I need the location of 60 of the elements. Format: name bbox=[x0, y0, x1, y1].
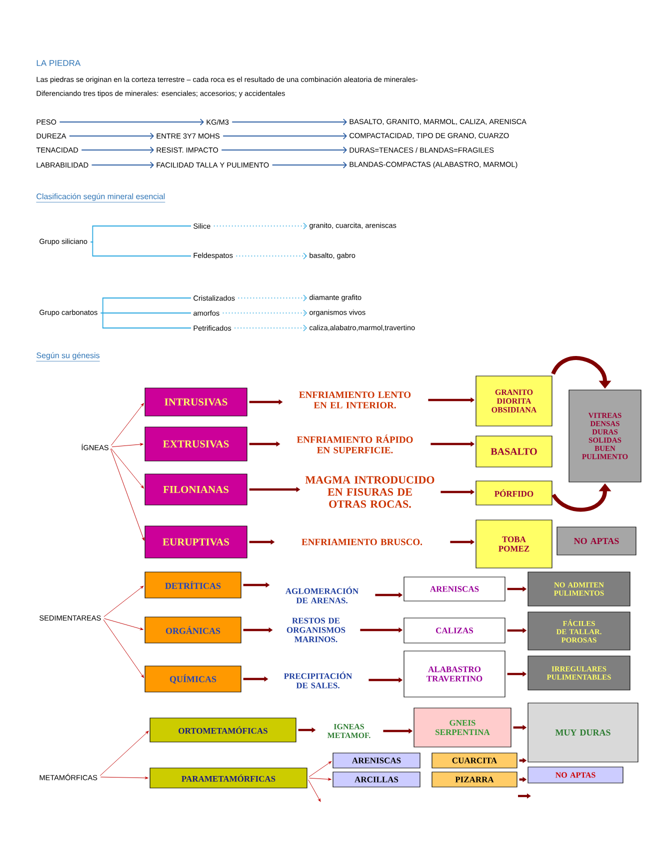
category-box: FILONIANAS bbox=[144, 474, 248, 506]
section-heading: Según su génesis bbox=[36, 352, 100, 362]
arrow bbox=[100, 730, 149, 776]
category-box: ORGÁNICAS bbox=[144, 616, 242, 644]
category-box: GNEIS SERPENTINA bbox=[414, 708, 512, 748]
page-title: LA PIEDRA bbox=[36, 60, 81, 66]
description-text: AGLOMERACIÓN DE ARENAS. bbox=[285, 586, 358, 604]
arrow bbox=[234, 324, 307, 332]
category-box: EURUPTIVAS bbox=[144, 526, 248, 558]
category-box: GRANITO DIORITA OBSIDIANA bbox=[476, 376, 552, 426]
category-box: NO APTAS bbox=[556, 526, 636, 556]
category-box: PIZARRA bbox=[432, 772, 518, 788]
arrow bbox=[214, 222, 307, 230]
category-box: ARENISCAS bbox=[404, 576, 506, 602]
arrow bbox=[110, 403, 144, 446]
category-box: DETRÍTICAS bbox=[144, 572, 242, 598]
arrow bbox=[100, 776, 148, 780]
arrow bbox=[91, 162, 154, 168]
arrow bbox=[238, 294, 307, 302]
category-box: INTRUSIVAS bbox=[144, 388, 248, 416]
description-text: PRECIPITACIÓN DE SALES. bbox=[284, 672, 352, 688]
arrow bbox=[59, 118, 204, 126]
arrow bbox=[222, 310, 307, 316]
category-box: PÓRFIDO bbox=[476, 480, 552, 506]
arrow bbox=[308, 780, 321, 802]
description-text: ENFRIAMIENTO LENTO EN EL INTERIOR. bbox=[299, 392, 411, 408]
description-text: ENFRIAMIENTO RÁPIDO EN SUPERFICIE. bbox=[296, 434, 413, 454]
arrow bbox=[104, 618, 144, 630]
category-box: CALIZAS bbox=[404, 618, 506, 644]
arrow bbox=[112, 443, 144, 448]
category-box: ARCILLAS bbox=[332, 772, 420, 788]
category-box: ALABASTRO TRAVERTINO bbox=[404, 650, 506, 698]
category-box: ARENISCAS bbox=[332, 752, 420, 768]
section-heading: Clasificación según mineral esencial bbox=[36, 193, 166, 202]
category-box: ORTOMETAMÓFICAS bbox=[150, 718, 296, 742]
arrow bbox=[222, 132, 347, 140]
arrow bbox=[308, 761, 332, 778]
arrow bbox=[236, 252, 307, 260]
arrow bbox=[103, 619, 144, 678]
description-text: RESTOS DE ORGANISMOS MARINOS. bbox=[286, 618, 346, 642]
category-box: TOBA POMEZ bbox=[476, 520, 552, 568]
category-box: QUÍMICAS bbox=[144, 666, 242, 692]
category-box: CUARCITA bbox=[432, 752, 518, 768]
description-text: IGNEAS METAMOF. bbox=[327, 724, 370, 738]
category-box: MUY DURAS bbox=[528, 702, 638, 762]
arrow bbox=[232, 118, 347, 126]
category-box: EXTRUSIVAS bbox=[144, 426, 248, 462]
description-text: MAGMA INTRODUCIDO EN FISURAS DE OTRAS ROCAS. bbox=[305, 476, 434, 508]
arrow bbox=[104, 586, 144, 618]
arrow bbox=[81, 146, 154, 154]
category-box: BASALTO bbox=[476, 436, 552, 468]
arrow bbox=[221, 146, 347, 154]
description-text: ENFRIAMIENTO BRUSCO. bbox=[302, 538, 422, 546]
arrow bbox=[309, 778, 332, 780]
category-box: NO APTAS bbox=[528, 766, 624, 784]
arrow bbox=[68, 132, 154, 140]
arrow bbox=[272, 162, 347, 168]
category-box: PARAMETAMÓRFICAS bbox=[150, 768, 308, 788]
arrow bbox=[110, 448, 144, 541]
arrow bbox=[111, 448, 144, 488]
